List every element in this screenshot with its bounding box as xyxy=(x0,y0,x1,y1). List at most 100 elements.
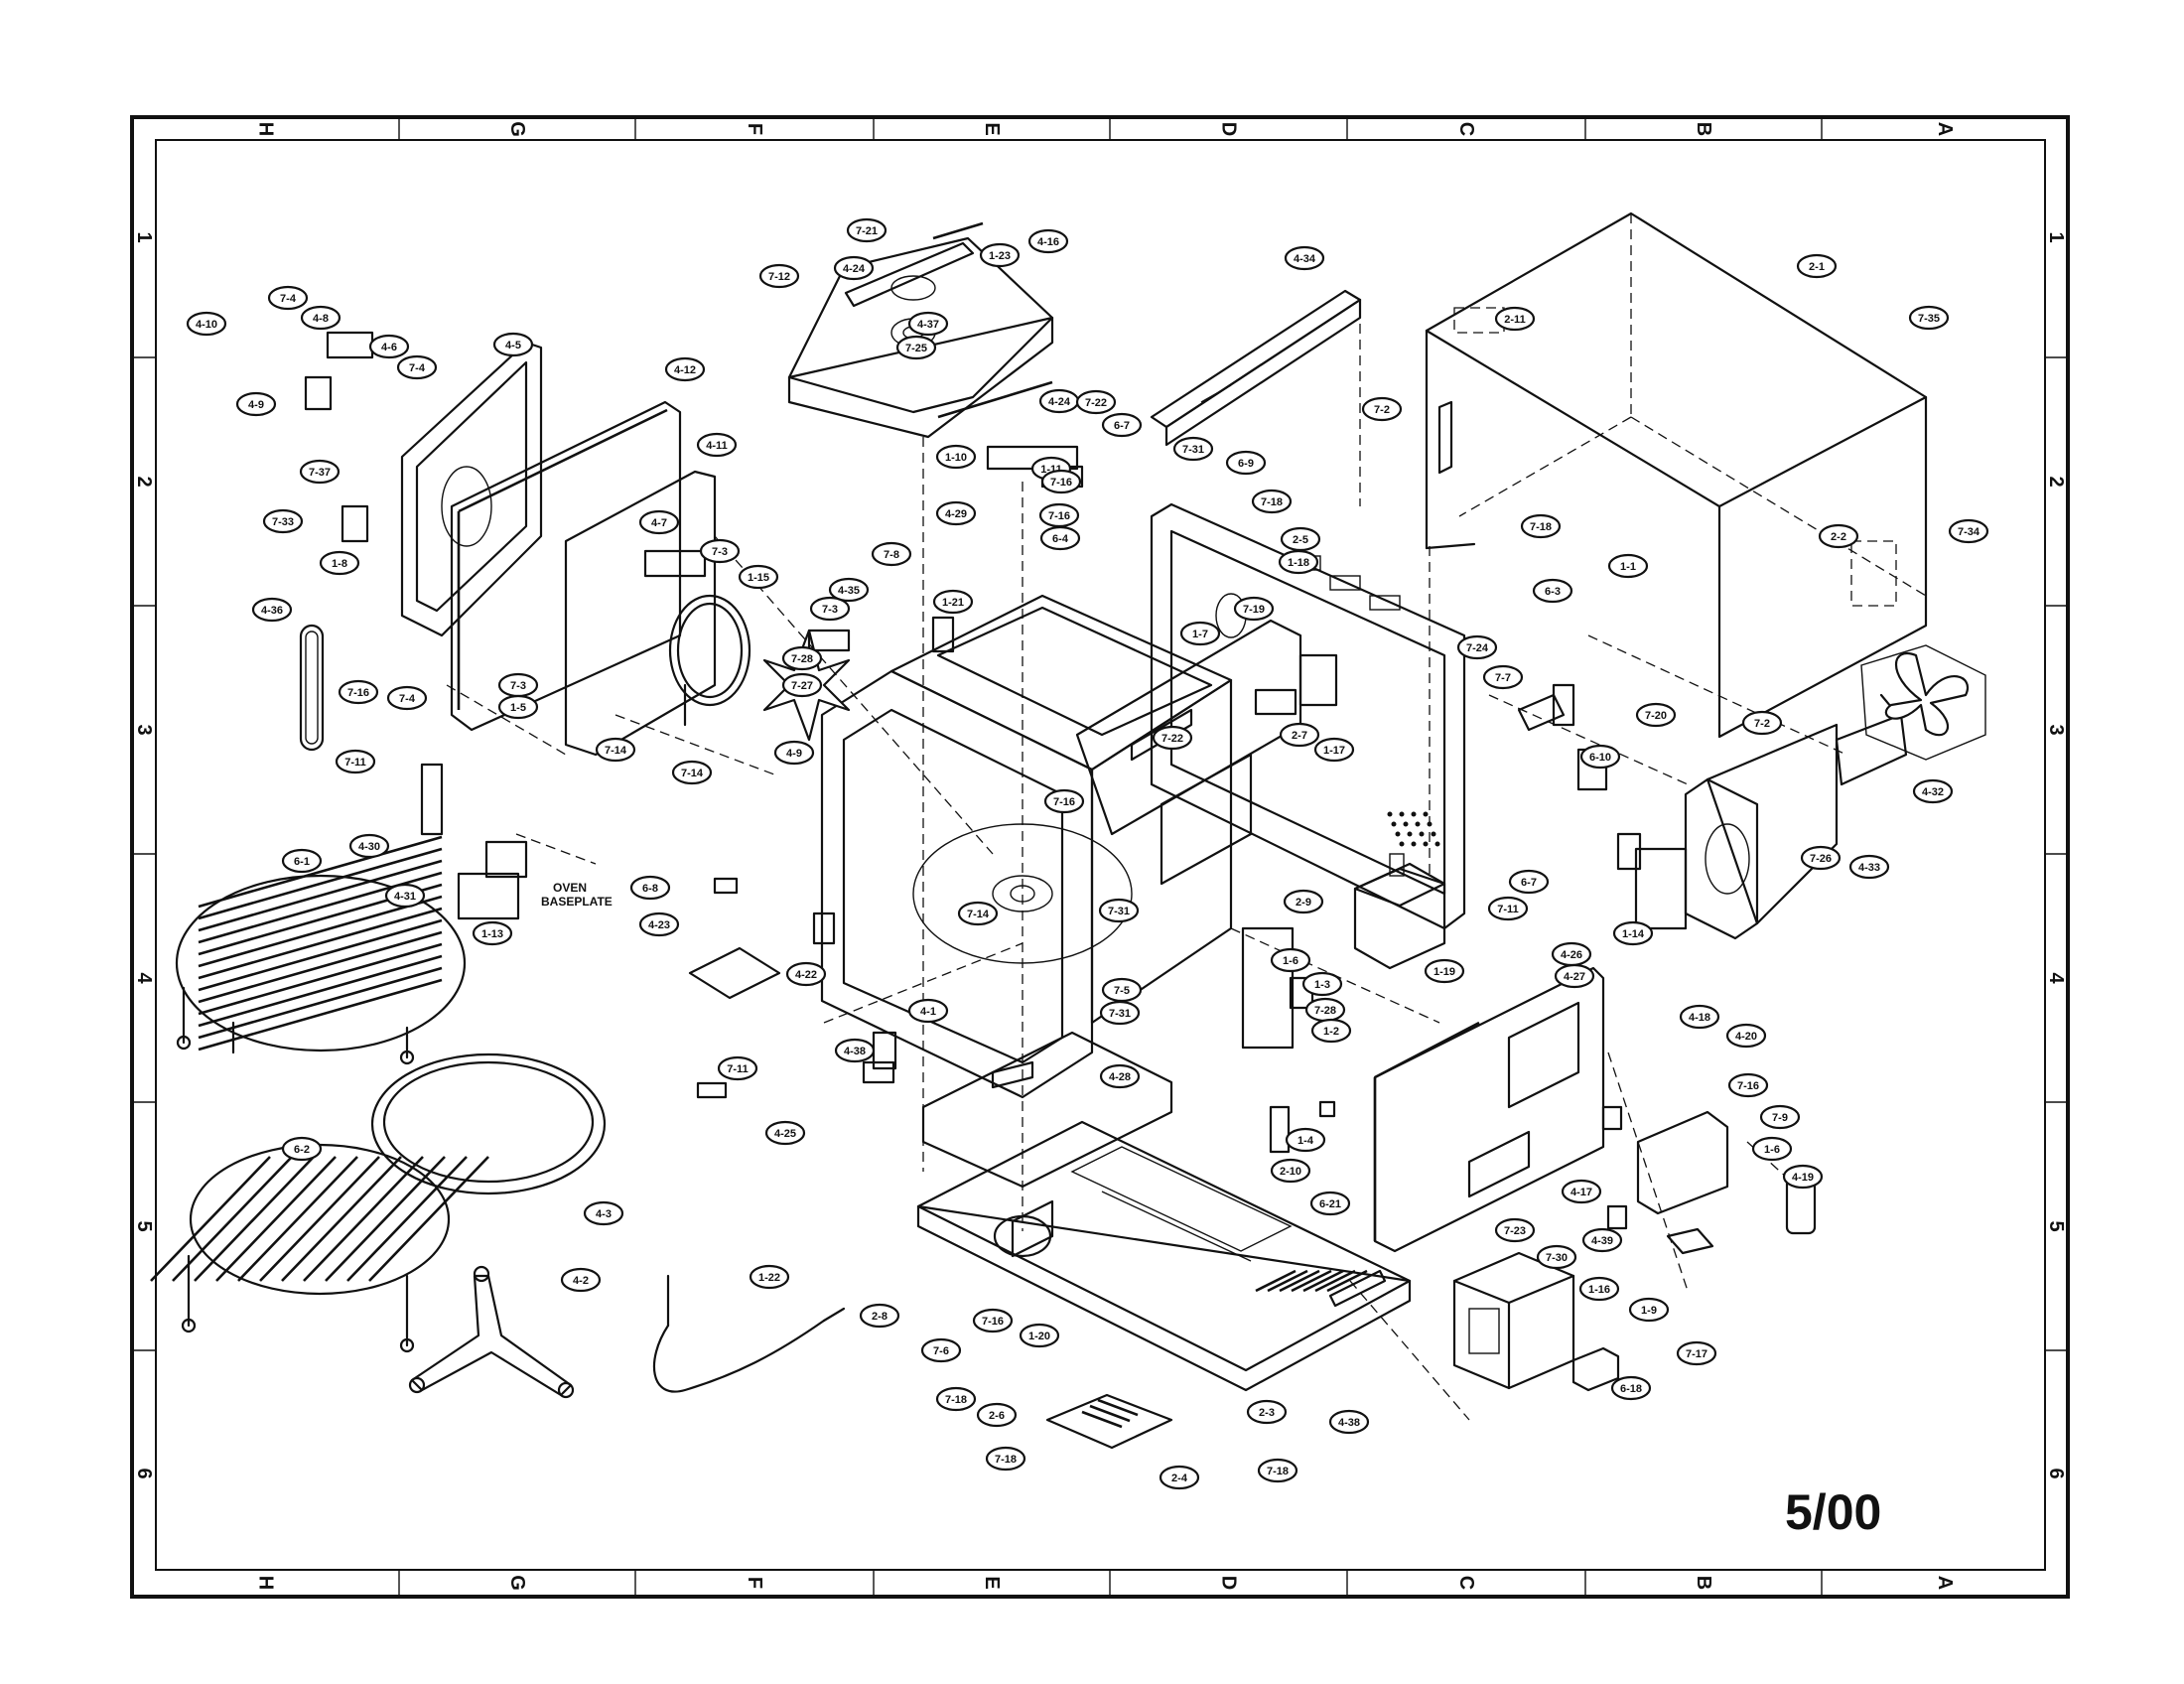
part-number: 4-20 xyxy=(1735,1031,1757,1043)
part-callout: 6-9 xyxy=(1225,450,1267,476)
part-number: 4-11 xyxy=(706,440,727,452)
part-callout: 4-34 xyxy=(1284,245,1325,271)
part-number: 7-16 xyxy=(982,1316,1004,1328)
part-number: 4-25 xyxy=(774,1128,796,1140)
part-number: 4-17 xyxy=(1570,1187,1592,1198)
part-number: 4-3 xyxy=(596,1208,612,1220)
date-stamp: 5/00 xyxy=(1785,1484,1881,1540)
part-number: 7-18 xyxy=(1267,1466,1289,1477)
part-callout: 4-39 xyxy=(1581,1227,1623,1253)
part-number: 6-7 xyxy=(1114,420,1130,432)
part-callout: 2-1 xyxy=(1796,253,1838,279)
part-callout: 2-7 xyxy=(1279,722,1320,748)
part-number: 2-3 xyxy=(1259,1407,1275,1419)
part-callout: 1-16 xyxy=(1578,1276,1620,1302)
part-callout: 4-31 xyxy=(384,883,426,909)
part-callout: 4-32 xyxy=(1912,778,1954,804)
part-callout: 7-11 xyxy=(717,1055,758,1081)
part-number: 7-19 xyxy=(1243,604,1265,616)
part-number: 6-8 xyxy=(642,883,658,895)
part-callout: 4-22 xyxy=(785,961,827,987)
part-callout: 4-26 xyxy=(1551,941,1592,967)
zone-letter-bottom: B xyxy=(1693,1576,1714,1590)
part-callout: 4-5 xyxy=(492,332,534,357)
part-number: 4-8 xyxy=(313,313,329,325)
part-callout: 1-5 xyxy=(497,694,539,720)
part-callout: 4-28 xyxy=(1099,1063,1141,1089)
part-number: 6-3 xyxy=(1545,586,1561,598)
zone-letter-bottom: H xyxy=(255,1576,277,1590)
part-number: 4-22 xyxy=(795,969,817,981)
part-number: 1-1 xyxy=(1620,561,1636,573)
part-number: 2-5 xyxy=(1293,534,1308,546)
part-callout: 7-14 xyxy=(957,901,999,926)
part-number: 6-21 xyxy=(1319,1198,1341,1210)
part-callout: 6-7 xyxy=(1508,869,1550,895)
part-callout: 7-2 xyxy=(1361,396,1403,422)
oven-baseplate-note-line-1: OVEN xyxy=(553,881,587,895)
part-callout: 7-7 xyxy=(1482,664,1524,690)
part-callout: 7-27 xyxy=(781,672,823,698)
part-callout: 7-6 xyxy=(920,1337,962,1363)
part-callout: 4-6 xyxy=(368,334,410,359)
part-callout: 7-3 xyxy=(699,538,741,564)
part-callout: 4-8 xyxy=(300,305,341,331)
part-number: 1-4 xyxy=(1297,1135,1314,1147)
part-callout: 4-27 xyxy=(1554,963,1595,989)
part-callout: 1-3 xyxy=(1301,971,1343,997)
part-number: 4-31 xyxy=(394,891,416,903)
part-callout: 7-26 xyxy=(1800,845,1842,871)
part-callout: 7-14 xyxy=(595,737,636,763)
part-callout: 1-22 xyxy=(749,1264,790,1290)
part-callout: 4-24 xyxy=(833,255,875,281)
part-number: 7-16 xyxy=(347,687,369,699)
part-callout: 1-7 xyxy=(1179,621,1221,646)
part-number: 7-18 xyxy=(1261,496,1283,508)
part-callout: 7-35 xyxy=(1908,305,1950,331)
part-callout: 1-21 xyxy=(932,589,974,615)
part-number: 7-16 xyxy=(1048,510,1070,522)
part-callout: 4-10 xyxy=(186,311,227,337)
part-number: 7-14 xyxy=(605,745,627,757)
turntable-tray xyxy=(370,1052,607,1195)
part-number: 7-18 xyxy=(945,1394,967,1406)
part-callout: 4-7 xyxy=(638,509,680,535)
part-number: 2-6 xyxy=(989,1410,1005,1422)
grill-rack-high xyxy=(175,835,467,1065)
part-callout: 2-11 xyxy=(1494,306,1536,332)
part-callout: 2-8 xyxy=(859,1303,900,1329)
part-number: 7-22 xyxy=(1085,397,1107,409)
part-number: 6-18 xyxy=(1620,1383,1642,1395)
zone-number-left: 3 xyxy=(133,724,155,735)
part-number: 7-2 xyxy=(1374,404,1390,416)
part-callout: 1-10 xyxy=(935,444,977,470)
part-number: 7-31 xyxy=(1109,1008,1131,1020)
zone-number-left: 1 xyxy=(133,231,155,242)
oven-door xyxy=(1373,966,1605,1253)
part-number: 7-28 xyxy=(791,653,813,665)
part-callout: 1-6 xyxy=(1751,1136,1793,1162)
part-callout: 2-3 xyxy=(1246,1399,1288,1425)
part-number: 4-36 xyxy=(261,605,283,617)
part-callout: 4-16 xyxy=(1027,228,1069,254)
zone-letter-top: E xyxy=(981,122,1003,135)
part-callout: 7-3 xyxy=(809,596,851,622)
part-callout: 7-20 xyxy=(1635,702,1677,728)
part-number: 6-10 xyxy=(1589,752,1611,764)
part-callout: 7-31 xyxy=(1098,898,1140,923)
zone-letter-bottom: F xyxy=(744,1577,765,1589)
zone-number-right: 4 xyxy=(2045,972,2067,984)
part-callout: 4-19 xyxy=(1782,1164,1824,1190)
part-number: 7-18 xyxy=(1530,521,1552,533)
part-callout: 2-6 xyxy=(976,1402,1018,1428)
part-number: 4-28 xyxy=(1109,1071,1131,1083)
part-number: 4-2 xyxy=(573,1275,589,1287)
part-number: 1-5 xyxy=(510,702,526,714)
part-number: 7-25 xyxy=(905,343,927,354)
part-number: 4-35 xyxy=(838,585,860,597)
part-callout: 1-19 xyxy=(1424,958,1465,984)
zone-number-right: 1 xyxy=(2045,231,2067,242)
part-callout: 7-16 xyxy=(1043,788,1085,814)
